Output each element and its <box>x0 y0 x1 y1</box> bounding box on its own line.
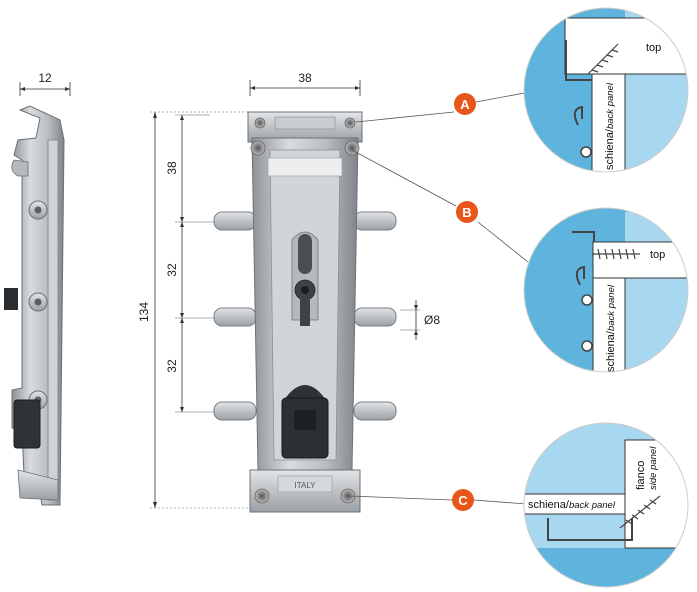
spacing-top-label: 38 <box>165 161 179 175</box>
callout-b-letter: B <box>462 205 471 220</box>
detail-b-panel-label: schiena/back panel <box>605 284 617 372</box>
detail-a-top-label: top <box>646 42 661 54</box>
total-height-label: 134 <box>137 302 151 322</box>
callout-a-letter: A <box>460 97 470 112</box>
side-view: 12 <box>4 71 71 506</box>
front-dimensions: 38 134 38 32 32 Ø8 <box>137 71 440 509</box>
front-width-label: 38 <box>298 71 312 85</box>
front-view: ITALY <box>213 111 397 513</box>
detail-a-panel-label: schiena/back panel <box>604 82 616 170</box>
dowel-pins <box>213 211 397 421</box>
diameter-label: Ø8 <box>424 313 440 327</box>
detail-b-top-label: top <box>650 249 665 261</box>
spacing-bottom-label: 32 <box>165 359 179 373</box>
callout-leaders <box>349 91 531 505</box>
callout-c-letter: C <box>458 493 468 508</box>
side-width-label: 12 <box>38 71 52 85</box>
detail-b: top schiena/back panel <box>523 207 689 373</box>
detail-a: top schiena/back panel <box>523 7 689 173</box>
detail-c-side-label-en: side panel <box>648 446 659 490</box>
callout-a[interactable]: A <box>454 93 476 115</box>
detail-c-side-label: fianco <box>635 461 647 490</box>
spacing-middle-label: 32 <box>165 263 179 277</box>
callout-b[interactable]: B <box>456 201 478 223</box>
detail-c: schiena/back panel fianco side panel <box>523 422 689 588</box>
italy-stamp: ITALY <box>294 481 316 490</box>
detail-c-panel-label: schiena/back panel <box>528 499 616 511</box>
callout-c[interactable]: C <box>452 489 474 511</box>
